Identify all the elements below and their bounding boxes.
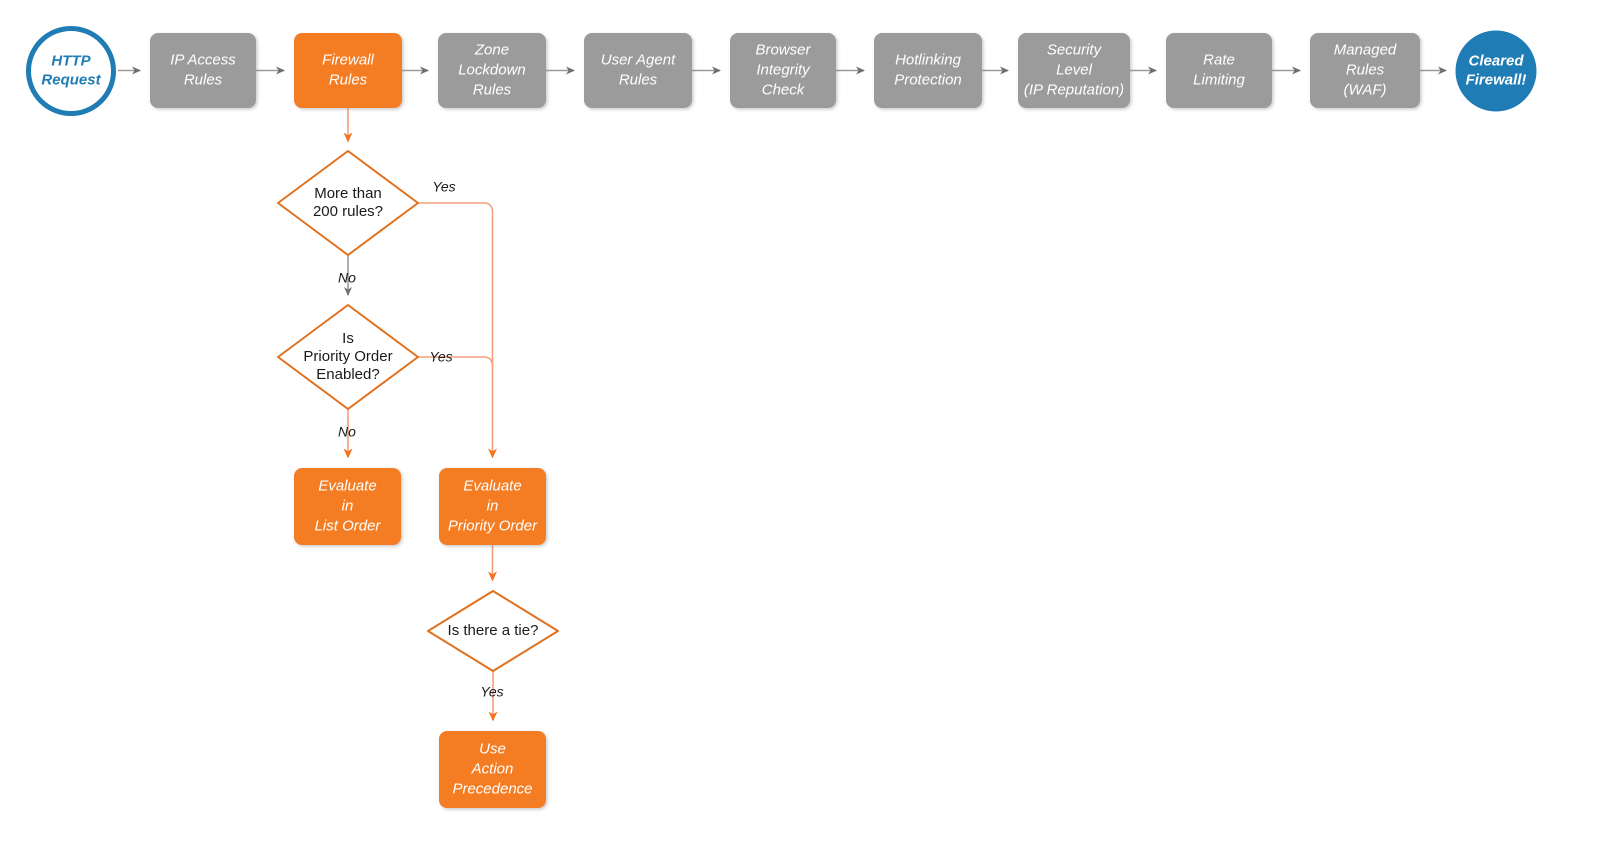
edge-label-priority-order-no: No xyxy=(338,424,356,440)
connector-more-than-200-yes-to-priority-order-box xyxy=(418,202,497,459)
node-label-is-there-a-tie: Is there a tie? xyxy=(448,622,539,639)
connector-priority-order-yes-to-merge xyxy=(418,356,494,367)
edge-label-more-than-200-no: No xyxy=(338,270,356,286)
edge-label-more-than-200-yes: Yes xyxy=(432,179,455,195)
edge-label-tie-yes: Yes xyxy=(480,684,503,700)
edge-label-priority-order-yes: Yes xyxy=(429,349,452,365)
connectors-layer xyxy=(118,66,1447,722)
node-is-there-a-tie[interactable]: Is there a tie? xyxy=(427,590,559,672)
